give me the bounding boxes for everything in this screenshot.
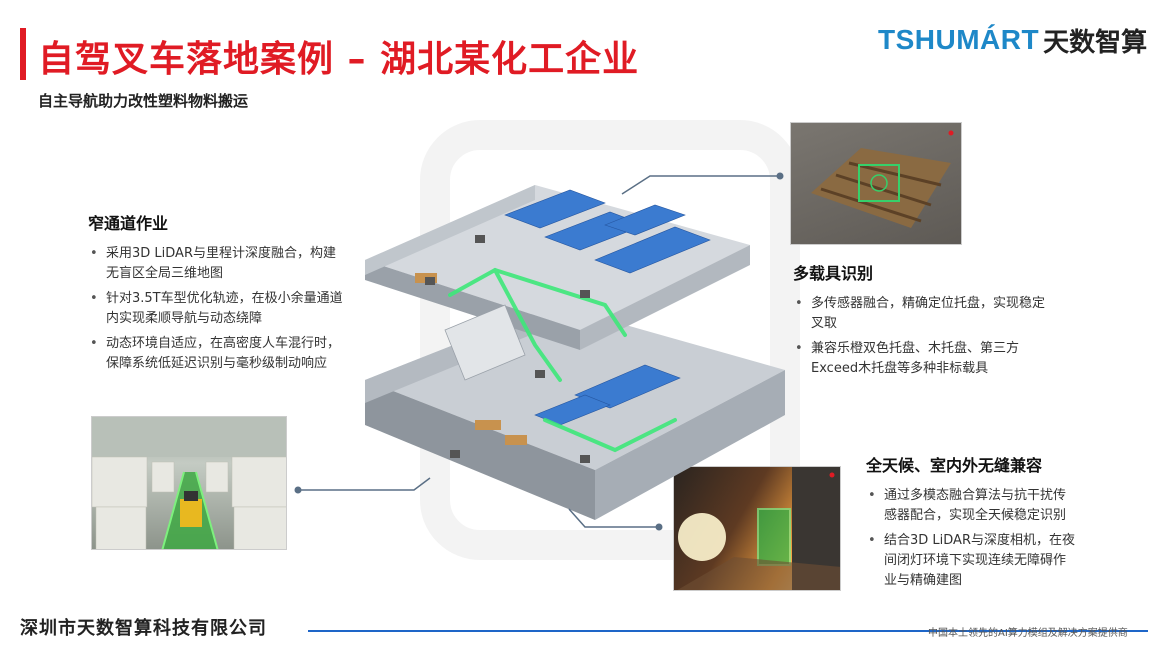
bullet-item: 兼容乐橙双色托盘、木托盘、第三方Exceed木托盘等多种非标载具: [793, 339, 1053, 379]
footer-divider: [308, 630, 1148, 632]
logo-text-en: TSHUMÁRT: [878, 24, 1040, 55]
aisle-forklift-photo: [91, 416, 287, 550]
bullet-item: 动态环境自适应，在高密度人车混行时，保障系统低延迟识别与毫秒级制动响应: [88, 334, 348, 374]
connector-top-right: [621, 172, 784, 195]
pallet-detection-photo: [790, 122, 962, 245]
loading-dock-photo: [673, 466, 841, 591]
footer-tagline: 中国本土领先的AI算力模组及解决方案提供商: [928, 628, 1128, 639]
connector-bottom-right: [568, 508, 663, 531]
page-title: 自驾叉车落地案例 – 湖北某化工企业: [38, 39, 640, 80]
bullet-list: 通过多模态融合算法与抗干扰传感器配合，实现全天候稳定识别 结合3D LiDAR与…: [866, 486, 1076, 591]
title-accent-bar: [20, 28, 26, 80]
footer-company-name: 深圳市天数智算科技有限公司: [20, 618, 267, 639]
bullet-item: 针对3.5T车型优化轨迹，在极小余量通道内实现柔顺导航与动态绕障: [88, 289, 348, 329]
logo-text-cn: 天数智算: [1043, 27, 1148, 58]
page-subtitle: 自主导航助力改性塑料物料搬运: [38, 92, 249, 110]
bullet-list: 多传感器融合，精确定位托盘，实现稳定叉取 兼容乐橙双色托盘、木托盘、第三方Exc…: [793, 294, 1053, 379]
bullet-list: 采用3D LiDAR与里程计深度融合，构建无盲区全局三维地图 针对3.5T车型优…: [88, 244, 348, 374]
warehouse-isometric-illustration: [355, 165, 795, 525]
bullet-item: 采用3D LiDAR与里程计深度融合，构建无盲区全局三维地图: [88, 244, 348, 284]
section-title: 多载具识别: [793, 264, 874, 283]
section-multi-carrier: 多载具识别 多传感器融合，精确定位托盘，实现稳定叉取 兼容乐橙双色托盘、木托盘、…: [793, 260, 1053, 384]
section-narrow-aisle: 窄通道作业 采用3D LiDAR与里程计深度融合，构建无盲区全局三维地图 针对3…: [88, 210, 348, 379]
brand-logo: TSHUMÁRT 天数智算: [878, 22, 1147, 58]
bullet-item: 结合3D LiDAR与深度相机，在夜间闭灯环境下实现连续无障碍作业与精确建图: [866, 531, 1076, 591]
bullet-item: 多传感器融合，精确定位托盘，实现稳定叉取: [793, 294, 1053, 334]
section-title: 窄通道作业: [88, 214, 169, 233]
bullet-item: 通过多模态融合算法与抗干扰传感器配合，实现全天候稳定识别: [866, 486, 1076, 526]
section-title: 全天候、室内外无缝兼容: [866, 456, 1043, 475]
connector-left: [294, 477, 431, 494]
section-all-weather: 全天候、室内外无缝兼容 通过多模态融合算法与抗干扰传感器配合，实现全天候稳定识别…: [866, 452, 1076, 596]
